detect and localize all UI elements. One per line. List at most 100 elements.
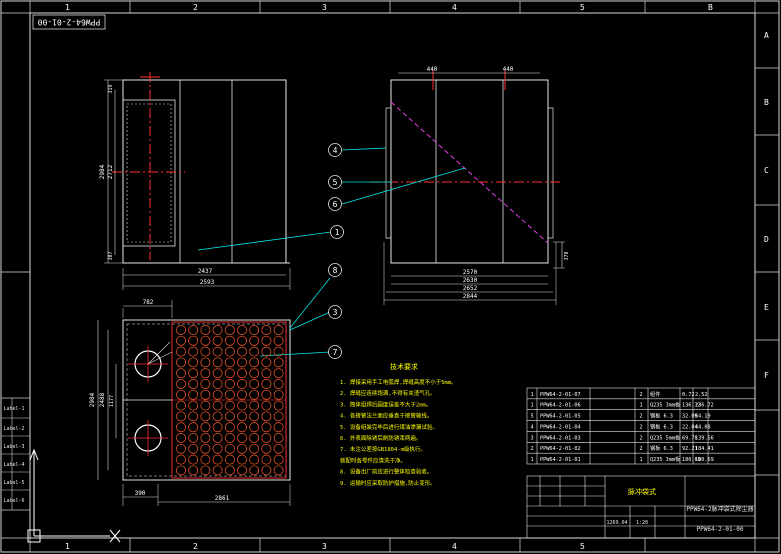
svg-text:8: 8: [333, 266, 338, 275]
filter-bag: [200, 325, 211, 335]
filter-bag: [224, 379, 235, 389]
bom-cell: PPW64-2-01-01: [540, 457, 581, 463]
filter-bag: [176, 368, 186, 379]
filter-bag: [224, 389, 235, 400]
filter-bag: [200, 368, 211, 379]
filter-bag: [188, 325, 199, 335]
filter-bag: [237, 433, 247, 443]
filter-bag: [249, 346, 260, 357]
filter-bag: [212, 454, 223, 465]
balloon: 7: [328, 345, 342, 359]
filter-bag: [273, 346, 284, 357]
bom-cell: 32.09: [682, 414, 698, 420]
filter-bag: [273, 465, 284, 476]
filter-bag: [200, 400, 211, 411]
filter-bag: [249, 411, 260, 422]
note-line: 7. 未注公差按GB1804-m级执行。: [340, 445, 426, 453]
col-label: 1: [65, 542, 70, 551]
note-line: 装配时各零件应清洗干净。: [340, 456, 406, 464]
svg-text:7: 7: [333, 348, 338, 357]
side-view: [341, 70, 565, 305]
bom-cell: 2: [639, 424, 642, 430]
plan-dim-inner: 2488: [99, 392, 106, 407]
bom-cell: PPW64-2-01-02: [540, 446, 581, 452]
bom-cell: 2: [639, 392, 642, 398]
filter-bag: [212, 400, 223, 411]
balloon: 1: [330, 225, 344, 239]
filter-bag: [176, 433, 186, 443]
strip-label: Label-6: [3, 498, 24, 504]
filter-bag: [188, 465, 199, 476]
strip-label: Label-1: [3, 406, 24, 412]
filter-bag: [176, 465, 186, 476]
filter-bag: [237, 411, 247, 422]
front-view: [104, 72, 332, 290]
filter-bag: [237, 379, 247, 389]
filter-bag: [200, 411, 211, 422]
filter-bag: [188, 400, 199, 411]
filter-bag: [200, 335, 211, 346]
strip-label: Label-5: [3, 480, 24, 486]
filter-bag: [273, 357, 284, 368]
filter-bag: [273, 335, 284, 346]
bom-cell: 2.52: [695, 392, 708, 398]
row-label: E: [764, 303, 769, 312]
ucs-icon: [27, 448, 121, 543]
front-dim-overall: 2593: [200, 279, 215, 286]
filter-bag: [273, 411, 284, 422]
filter-bag: [188, 379, 199, 389]
filter-bag: [200, 465, 211, 476]
filter-bag: [237, 357, 247, 368]
bom-table: [526, 387, 756, 465]
bom-cell: 2: [530, 446, 533, 452]
filter-bag: [224, 335, 235, 346]
bom-cell: 2: [639, 446, 642, 452]
col-label: 3: [322, 542, 327, 551]
col-label: 5: [580, 542, 585, 551]
filter-bag: [188, 357, 199, 368]
title-block: [526, 475, 756, 539]
filter-bag: [212, 443, 223, 454]
front-dim-top: 319: [108, 84, 114, 93]
bom-cell: 180.69: [682, 457, 701, 463]
filter-bag: [176, 325, 186, 335]
bom-cell: 2: [639, 435, 642, 441]
filter-bag: [261, 389, 272, 400]
filter-bag: [188, 422, 199, 433]
front-dim-width: 2437: [198, 268, 213, 275]
filter-bag: [212, 411, 223, 422]
note-line: 6. 外表面除锈后刷防锈漆两遍。: [340, 434, 421, 442]
row-label: F: [764, 371, 769, 380]
side-dim-bottom: 2570: [463, 269, 478, 276]
filter-bag: [200, 379, 211, 389]
filter-bag: [261, 357, 272, 368]
filter-bag: [212, 325, 223, 335]
filter-bag: [273, 433, 284, 443]
bom-cell: 1: [530, 403, 533, 409]
filter-bag: [249, 325, 260, 335]
scale-value: 1:20: [636, 520, 648, 526]
bom-cell: Q235 3mm板: [650, 401, 681, 409]
filter-bag: [176, 389, 186, 400]
filter-bag: [224, 443, 235, 454]
row-ticks: [1, 67, 779, 476]
note-line: 2. 焊缝应连续饱满,不得有夹渣气孔。: [340, 389, 436, 397]
filter-bag: [249, 379, 260, 389]
filter-bag: [224, 325, 235, 335]
note-line: 9. 运输时应采取防护措施,防止变形。: [340, 479, 436, 487]
filter-bag: [176, 454, 186, 465]
filter-bag: [176, 357, 186, 368]
bom-cell: 钢板 6.3: [650, 444, 673, 452]
bom-cell: 184.41: [695, 446, 714, 452]
notes-title: 技术要求: [390, 362, 418, 371]
code-stamp-box: [32, 14, 106, 30]
filter-bag: [200, 443, 211, 454]
bom-cell: PPW64-2-01-07: [540, 392, 581, 398]
side-dim-top: 440: [503, 66, 514, 73]
filter-bag: [224, 400, 235, 411]
bom-cell: 64.19: [695, 414, 711, 420]
filter-bag: [261, 335, 272, 346]
strip-label: Label-3: [3, 444, 24, 450]
filter-bag: [261, 379, 272, 389]
filter-bag: [212, 335, 223, 346]
